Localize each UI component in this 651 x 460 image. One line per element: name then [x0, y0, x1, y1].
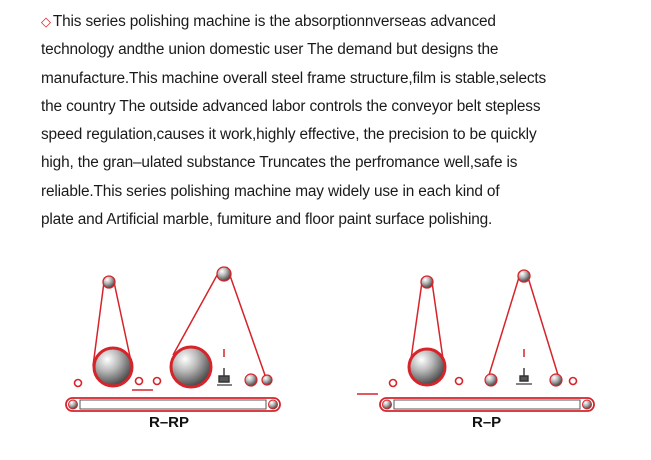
belt-line	[488, 273, 559, 376]
description-line: technology andthe union domestic user Th…	[41, 41, 499, 59]
belt-line	[92, 281, 133, 367]
belt-line	[172, 266, 267, 379]
conveyor-pulley	[382, 399, 392, 410]
r-rp-label: R–RP	[149, 414, 190, 431]
description-line: the country The outside advanced labor c…	[41, 97, 541, 115]
description-line: This series polishing machine is the abs…	[52, 13, 496, 30]
r-p-schematic	[357, 269, 595, 412]
guide-dot	[152, 376, 162, 386]
description-line: plate and Artificial marble, fumiture an…	[41, 211, 493, 229]
guide-dot	[134, 376, 144, 386]
diamond-outline-icon: ◇	[41, 14, 51, 29]
machine-schematic-diagram	[65, 266, 595, 412]
top-roller	[216, 266, 232, 282]
top-roller	[517, 269, 531, 283]
polishing-roller-large	[407, 347, 447, 387]
polishing-roller-large	[92, 346, 134, 388]
small-roller	[549, 373, 563, 387]
r-rp-schematic	[65, 266, 281, 412]
conveyor-pulley	[582, 399, 592, 410]
guide-dot	[568, 376, 578, 386]
description-line: speed regulation,causes it work,highly e…	[41, 126, 537, 144]
small-roller	[261, 374, 273, 386]
top-roller	[420, 275, 434, 289]
guide-dot	[454, 376, 464, 386]
description-line: high, the gran–ulated substance Truncate…	[41, 154, 518, 172]
top-roller	[102, 275, 116, 289]
brush-head	[218, 368, 230, 383]
small-roller	[244, 373, 258, 387]
polishing-roller-large	[169, 345, 213, 389]
description-paragraph: ◇This series polishing machine is the ab…	[41, 8, 639, 234]
description-line: manufacture.This machine overall steel f…	[41, 69, 547, 87]
conveyor-pulley	[268, 399, 278, 410]
brush-head	[519, 368, 529, 382]
guide-dot	[388, 378, 398, 388]
belt-line	[409, 281, 445, 367]
r-p-label: R–P	[472, 414, 502, 431]
conveyor-pulley	[68, 399, 78, 410]
small-roller	[484, 373, 498, 387]
description-line: reliable.This series polishing machine m…	[41, 182, 500, 200]
guide-dot	[73, 378, 83, 388]
